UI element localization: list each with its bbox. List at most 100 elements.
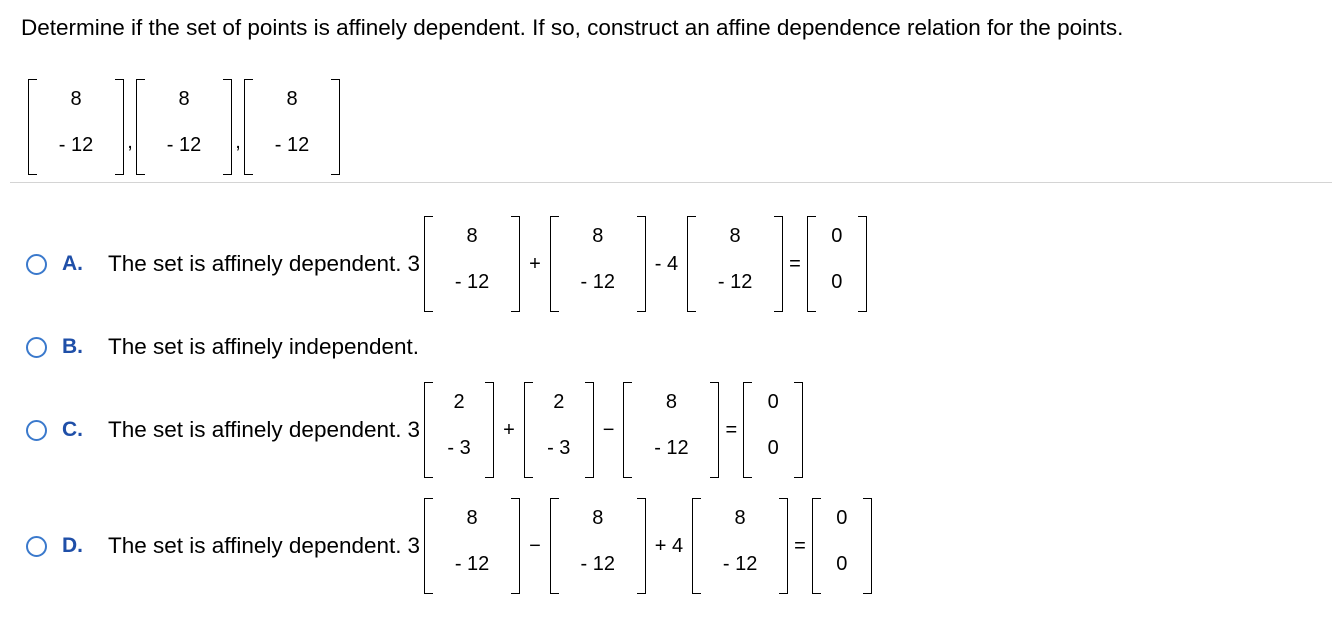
- vector-entry-top: 8: [286, 88, 298, 110]
- comma-separator: ,: [235, 130, 241, 153]
- operator: +: [503, 418, 515, 441]
- option-text: The set is affinely independent.: [108, 334, 420, 359]
- relation-vector-3: 8 - 12: [687, 216, 784, 312]
- right-bracket: [636, 498, 646, 594]
- left-bracket: [136, 79, 145, 175]
- zero-vector: 0 0: [806, 216, 867, 312]
- vector-entry-bottom: - 12: [580, 271, 615, 293]
- right-bracket: [774, 216, 784, 312]
- vector-entry-top: 8: [466, 507, 478, 529]
- point-vector-1: 8 - 12: [28, 79, 124, 175]
- option-letter: A.: [62, 252, 83, 275]
- relation-vector-3: 8 - 12: [692, 498, 789, 594]
- left-bracket: [244, 79, 253, 175]
- answer-option-d[interactable]: D. The set is affinely dependent. 3 8 - …: [26, 498, 872, 594]
- comma-separator: ,: [127, 130, 133, 153]
- left-bracket: [28, 79, 37, 175]
- right-bracket: [779, 498, 789, 594]
- vector-entry-top: 2: [553, 391, 565, 413]
- operator: + 4: [654, 534, 684, 557]
- vector-entry-top: 0: [831, 225, 843, 247]
- right-bracket: [331, 79, 340, 175]
- relation-vector-1: 8 - 12: [424, 216, 521, 312]
- vector-entry-top: 8: [178, 88, 190, 110]
- vector-entry-bottom: - 12: [454, 271, 490, 293]
- equals-sign: =: [789, 252, 801, 275]
- vector-entry-bottom: - 3: [547, 437, 571, 459]
- vector-entry-top: 8: [592, 507, 604, 529]
- coefficient: 3: [407, 533, 421, 558]
- radio-button-c[interactable]: [26, 419, 47, 441]
- vector-entry-top: 8: [729, 225, 741, 247]
- vector-entry-bottom: - 12: [580, 553, 615, 575]
- option-letter: B.: [62, 335, 83, 358]
- vector-entry-bottom: - 12: [722, 553, 758, 575]
- vector-entry-bottom: - 12: [166, 134, 202, 156]
- affine-relation: 8 - 12 + 8 - 12 - 4 8 - 12 = 0 0: [424, 216, 867, 312]
- vector-entry-bottom: - 12: [274, 134, 310, 156]
- operator: −: [529, 534, 541, 557]
- point-vector-2: 8 - 12: [136, 79, 232, 175]
- relation-vector-2: 8 - 12: [549, 216, 646, 312]
- vector-entry-bottom: 0: [836, 553, 848, 575]
- vector-entry-top: 8: [665, 391, 677, 413]
- relation-vector-3: 8 - 12: [623, 382, 720, 478]
- vector-entry-top: 2: [453, 391, 465, 413]
- affine-relation: 2 - 3 + 2 - 3 − 8 - 12 = 0 0: [424, 382, 804, 478]
- coefficient: 3: [407, 417, 421, 442]
- relation-vector-2: 8 - 12: [549, 498, 646, 594]
- coefficient: 3: [407, 251, 421, 276]
- left-bracket: [549, 498, 559, 594]
- answer-option-c[interactable]: C. The set is affinely dependent. 3 2 - …: [26, 382, 804, 478]
- divider: [10, 182, 1332, 183]
- vector-entry-top: 8: [466, 225, 478, 247]
- left-bracket: [806, 216, 816, 312]
- left-bracket: [549, 216, 559, 312]
- answer-option-b[interactable]: B. The set is affinely independent.: [26, 334, 419, 360]
- left-bracket: [523, 382, 533, 478]
- left-bracket: [623, 382, 633, 478]
- right-bracket: [710, 382, 720, 478]
- vector-entry-top: 8: [70, 88, 82, 110]
- left-bracket: [424, 382, 434, 478]
- right-bracket: [636, 216, 646, 312]
- affine-relation: 8 - 12 − 8 - 12 + 4 8 - 12 = 0 0: [424, 498, 872, 594]
- option-text: The set is affinely dependent.: [108, 251, 402, 276]
- option-text: The set is affinely dependent.: [108, 417, 402, 442]
- relation-vector-1: 8 - 12: [424, 498, 521, 594]
- vector-entry-top: 0: [767, 391, 779, 413]
- operator: −: [602, 418, 615, 441]
- vector-entry-bottom: 0: [831, 271, 843, 293]
- vector-entry-bottom: - 12: [717, 271, 753, 293]
- operator: +: [529, 252, 541, 275]
- right-bracket: [485, 382, 495, 478]
- left-bracket: [424, 216, 434, 312]
- left-bracket: [687, 216, 697, 312]
- right-bracket: [511, 498, 521, 594]
- radio-button-b[interactable]: [26, 336, 47, 358]
- zero-vector: 0 0: [743, 382, 804, 478]
- radio-button-a[interactable]: [26, 253, 47, 275]
- vector-entry-bottom: 0: [767, 437, 779, 459]
- right-bracket: [584, 382, 594, 478]
- right-bracket: [862, 498, 872, 594]
- right-bracket: [223, 79, 232, 175]
- relation-vector-1: 2 - 3: [424, 382, 495, 478]
- option-letter: C.: [62, 418, 83, 441]
- point-set: 8 - 12 , 8 - 12 , 8 - 12: [28, 79, 340, 175]
- left-bracket: [811, 498, 821, 594]
- point-vector-3: 8 - 12: [244, 79, 340, 175]
- right-bracket: [857, 216, 867, 312]
- radio-button-d[interactable]: [26, 535, 47, 557]
- option-text: The set is affinely dependent.: [108, 533, 402, 558]
- right-bracket: [115, 79, 124, 175]
- right-bracket: [511, 216, 521, 312]
- vector-entry-bottom: - 3: [447, 437, 471, 459]
- relation-vector-2: 2 - 3: [523, 382, 594, 478]
- right-bracket: [794, 382, 804, 478]
- zero-vector: 0 0: [811, 498, 872, 594]
- answer-option-a[interactable]: A. The set is affinely dependent. 3 8 - …: [26, 216, 867, 312]
- option-letter: D.: [62, 534, 83, 557]
- vector-entry-bottom: - 12: [58, 134, 94, 156]
- equals-sign: =: [794, 534, 806, 557]
